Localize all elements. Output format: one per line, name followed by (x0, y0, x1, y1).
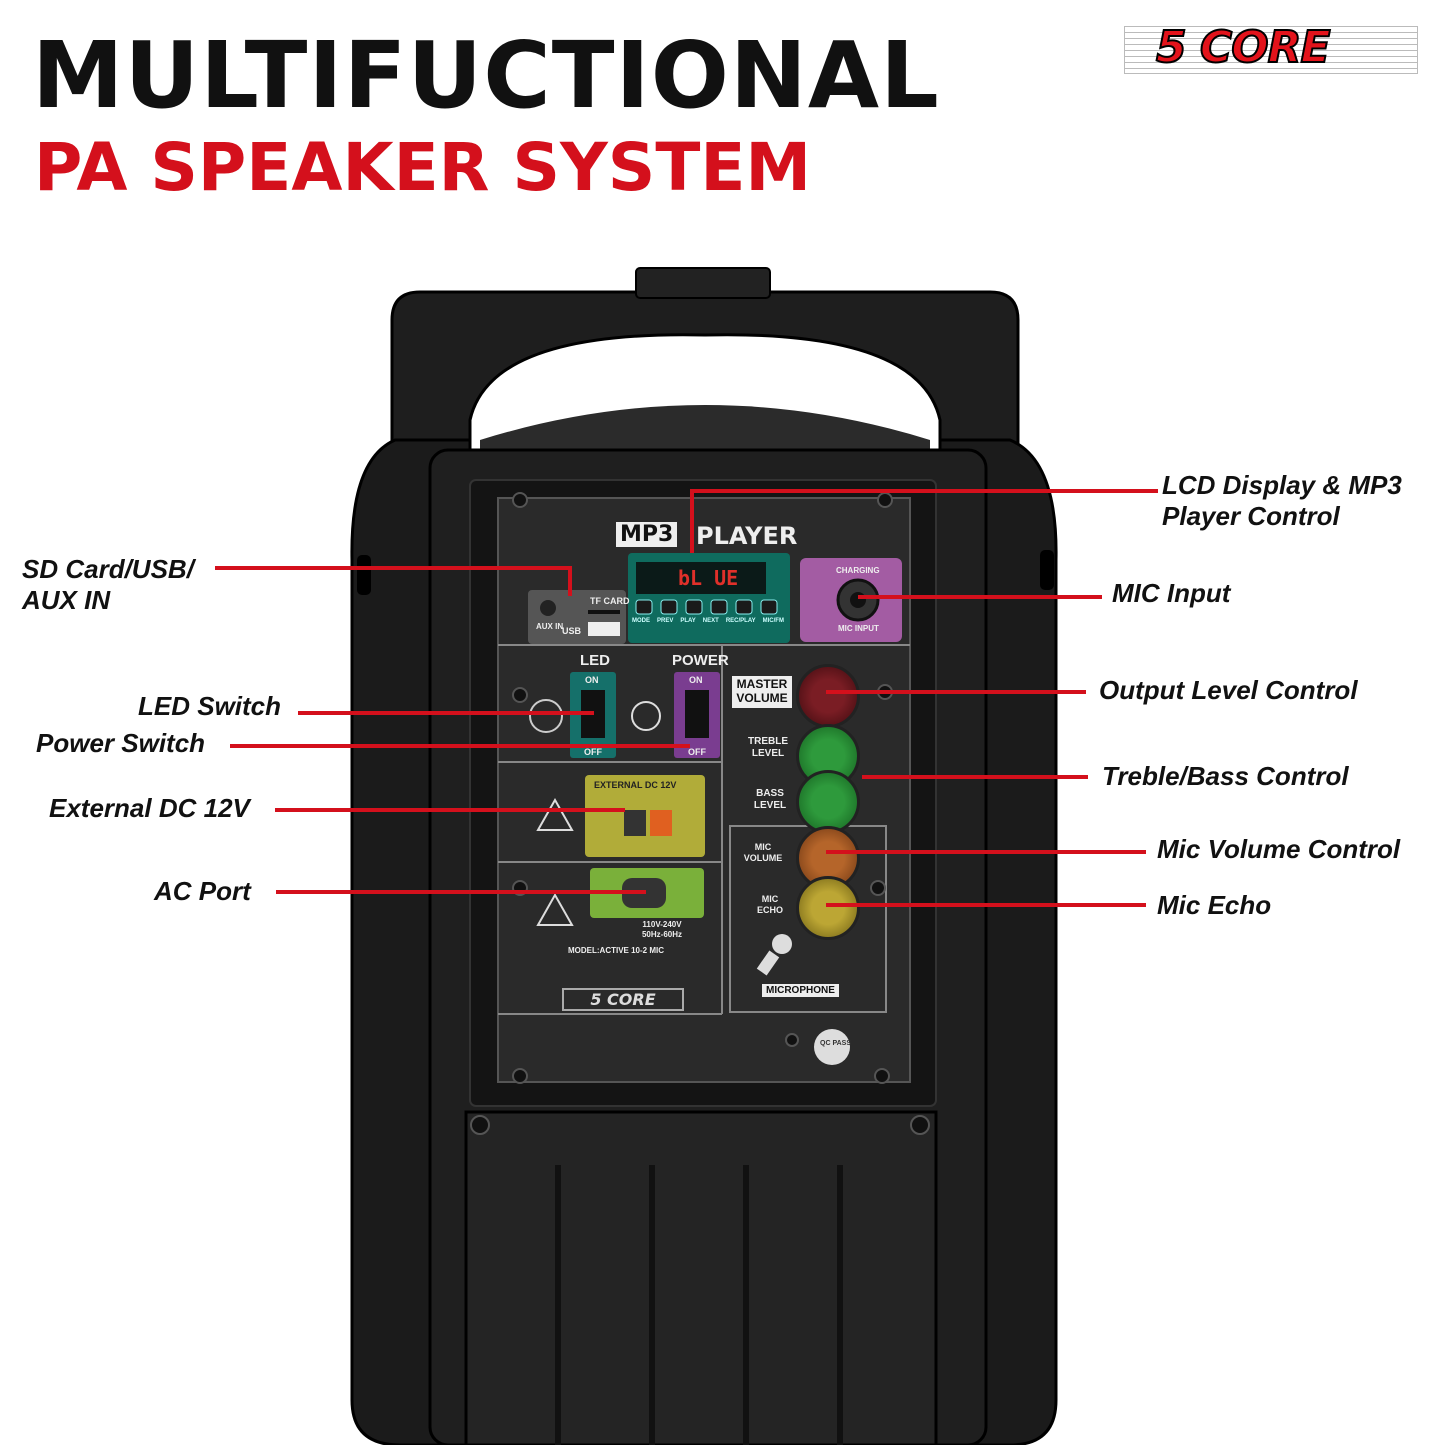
brand-logo: 5 CORE (1155, 21, 1332, 74)
mode-button-label: MODE (632, 618, 650, 624)
microphone-icon (756, 934, 792, 976)
page-subtitle: PA SPEAKER SYSTEM (34, 129, 812, 206)
mp3-badge: MP3 (616, 522, 678, 547)
ac-rating-label: 110V-240V 50Hz-60Hz (641, 920, 682, 939)
microphone-label: MICROPHONE (762, 984, 839, 997)
lcd-text: bL UE (678, 566, 739, 590)
mp3-button-labels: MODE PREV PLAY NEXT REC/PLAY MIC/FM (632, 618, 784, 624)
led-on-label: ON (585, 675, 599, 685)
led-off-label: OFF (584, 747, 602, 757)
lcd-callout-line1: LCD Display & MP3 (1162, 470, 1402, 500)
lcd-callout-drop (690, 489, 694, 553)
treble-level-label: TREBLE LEVEL (748, 736, 788, 759)
output-level-callout: Output Level Control (1099, 675, 1358, 705)
sd-callout-line (215, 566, 571, 570)
charging-label: CHARGING (836, 566, 880, 575)
master-volume-knob[interactable] (796, 664, 860, 728)
rec-button-label: REC/PLAY (725, 618, 756, 624)
battery-compartment (464, 1110, 938, 1445)
led-callout-line (298, 711, 594, 715)
speaker-handle (390, 290, 1020, 462)
play-button-label: PLAY (680, 618, 696, 624)
lcd-callout-line (690, 489, 1158, 493)
power-switch-callout: Power Switch (36, 728, 206, 758)
ac-port-callout-line (276, 890, 646, 894)
prev-button-label: PREV (657, 618, 674, 624)
panel-brand: 5 CORE (562, 988, 684, 1011)
brand-logo-background (1124, 26, 1418, 74)
power-switch-rocker (685, 690, 709, 738)
power-off-label: OFF (688, 747, 706, 757)
speaker-handle-top (635, 267, 771, 299)
led-indicator (529, 699, 563, 733)
external-dc-callout: External DC 12V (49, 793, 250, 823)
master-volume-label: MASTER VOLUME (732, 676, 792, 708)
power-on-label: ON (689, 675, 703, 685)
treble-bass-callout-line (862, 775, 1088, 779)
output-level-callout-line (826, 690, 1086, 694)
mic-volume-callout-line (826, 850, 1146, 854)
mp3-buttons (635, 599, 778, 615)
tf-slot (588, 610, 620, 614)
mic-echo-callout: Mic Echo (1157, 890, 1272, 920)
compartment-ridges (555, 1165, 843, 1445)
ac-port-callout: AC Port (154, 876, 251, 906)
mic-input-label: MIC INPUT (838, 624, 879, 633)
side-slot-left (357, 555, 371, 595)
led-switch-callout: LED Switch (138, 691, 282, 721)
mic-input-callout: MIC Input (1112, 578, 1231, 608)
qc-sticker (814, 1029, 850, 1065)
page-title: MULTIFUCTIONAL (32, 22, 940, 129)
warning-triangle-icon (536, 797, 574, 831)
mic-echo-label: MIC ECHO (756, 894, 783, 915)
next-button-label: NEXT (702, 618, 719, 624)
mic-echo-knob[interactable] (796, 876, 860, 940)
usb-port (588, 622, 620, 636)
power-label: POWER (672, 652, 729, 669)
lcd-screen (636, 562, 766, 594)
sd-callout-drop (568, 566, 572, 596)
sd-callout-line1: SD Card/USB/ (22, 554, 194, 584)
tf-card-label: TF CARD (590, 596, 630, 606)
qc-label: QC PASS (820, 1040, 851, 1047)
dc-port-terminal-red (650, 810, 672, 836)
power-icon-ring (631, 701, 661, 731)
aux-jack (540, 600, 556, 616)
external-dc-label: EXTERNAL DC 12V (594, 780, 677, 790)
model-label: MODEL:ACTIVE 10-2 MIC (568, 946, 665, 955)
mic-echo-callout-line (826, 903, 1146, 907)
bass-knob[interactable] (796, 770, 860, 834)
mic-fm-button-label: MIC/FM (762, 618, 784, 624)
aux-in-label: AUX IN (536, 622, 564, 631)
usb-label: USB (562, 626, 582, 636)
shock-warning-icon (536, 892, 574, 926)
mic-volume-callout: Mic Volume Control (1157, 834, 1401, 864)
lcd-callout-line2: Player Control (1162, 501, 1340, 532)
external-dc-callout-line (275, 808, 625, 812)
power-callout-line (230, 744, 690, 748)
bass-level-label: BASS LEVEL (753, 788, 787, 811)
sd-callout: SD Card/USB/ AUX IN (22, 554, 194, 616)
player-label: PLAYER (696, 522, 798, 550)
dc-port-terminal (624, 810, 646, 836)
treble-bass-callout: Treble/Bass Control (1102, 761, 1349, 791)
led-label: LED (580, 652, 610, 669)
lcd-callout: LCD Display & MP3 Player Control (1162, 470, 1402, 532)
side-slot-right (1040, 550, 1054, 590)
mic-input-callout-line (858, 595, 1102, 599)
mic-volume-label: MIC VOLUME (743, 842, 783, 863)
sd-callout-line2: AUX IN (22, 585, 111, 616)
